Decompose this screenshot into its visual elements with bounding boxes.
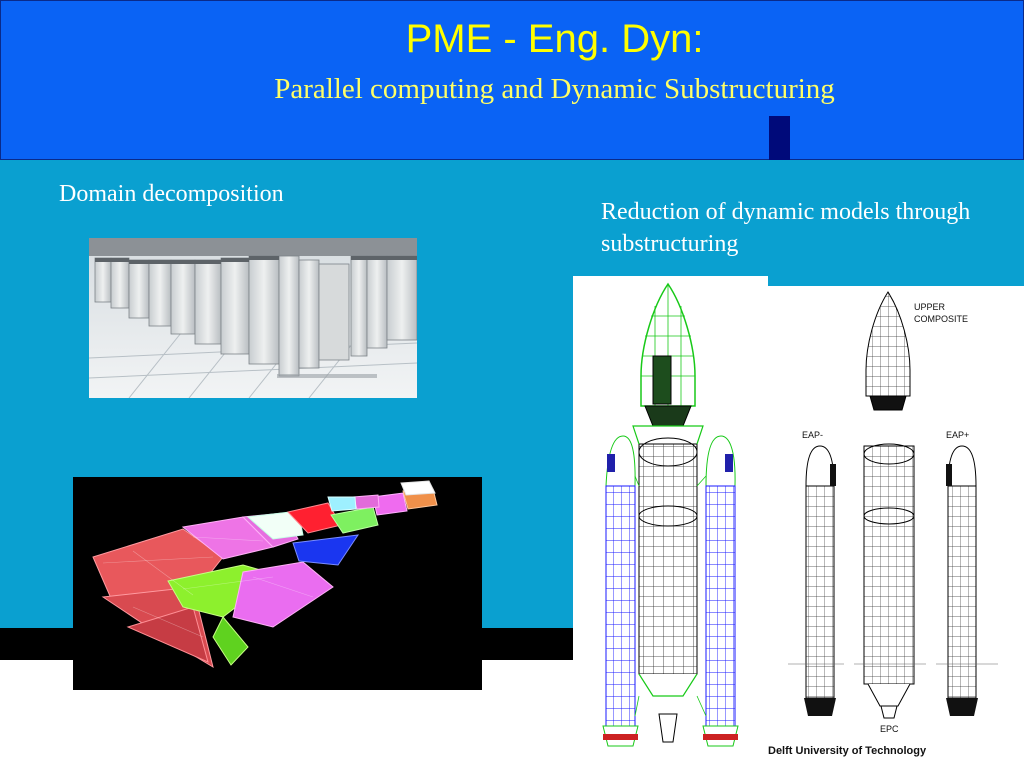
epc-label: EPC [880,724,899,734]
upper-label: UPPER [914,302,946,312]
composite-label: COMPOSITE [914,314,968,324]
domain-decomposition-label: Domain decomposition [59,181,284,207]
university-footer: Delft University of Technology [768,745,927,757]
substructure-diagram: UPPER COMPOSITE EPC EAP- EAP+ [768,286,1024,746]
accent-bar [769,116,790,160]
slide-subtitle: Parallel computing and Dynamic Substruct… [274,73,835,105]
title-header: PME - Eng. Dyn: Parallel computing and D… [0,0,1024,160]
substructuring-label: Reduction of dynamic models through subs… [601,199,971,257]
supercomputer-photo [89,238,417,398]
eap-minus-label: EAP- [802,430,823,440]
domain-decomposition-mesh [73,477,482,690]
slide-title: PME - Eng. Dyn: [405,17,704,61]
rocket-fem-model [573,276,768,768]
eap-plus-label: EAP+ [946,430,969,440]
